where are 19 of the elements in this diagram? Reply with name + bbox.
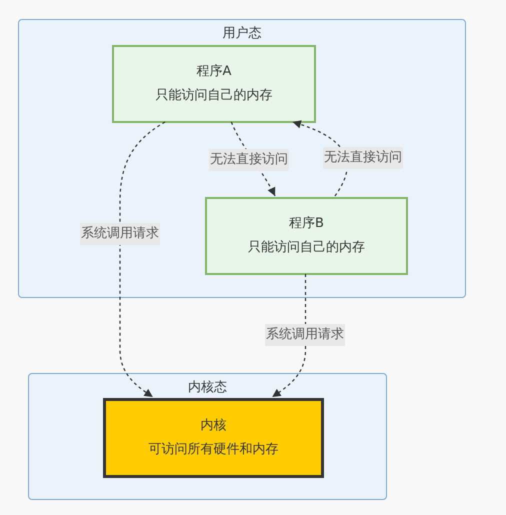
group-title: 用户态 [222, 26, 262, 41]
node-title: 内核 [200, 417, 226, 435]
node-title: 程序A [196, 63, 232, 81]
process-box [112, 45, 316, 123]
edge-label: 无法直接访问 [209, 149, 289, 171]
edge-label: 系统调用请求 [265, 324, 345, 346]
group-title: 内核态 [188, 380, 227, 395]
edge-label: 无法直接访问 [323, 147, 403, 169]
process-box [205, 197, 408, 275]
group-container [28, 373, 387, 500]
arrow [272, 274, 306, 398]
node-description: 只能访问自己的内存 [156, 87, 272, 105]
edge-label: 系统调用请求 [80, 223, 160, 245]
group-container [18, 19, 466, 298]
node-description: 可访问所有硬件和内存 [148, 441, 278, 459]
node-title: 程序B [289, 215, 324, 233]
kernel-box [103, 398, 324, 478]
arrow [119, 121, 166, 398]
node-description: 只能访问自己的内存 [248, 239, 365, 257]
